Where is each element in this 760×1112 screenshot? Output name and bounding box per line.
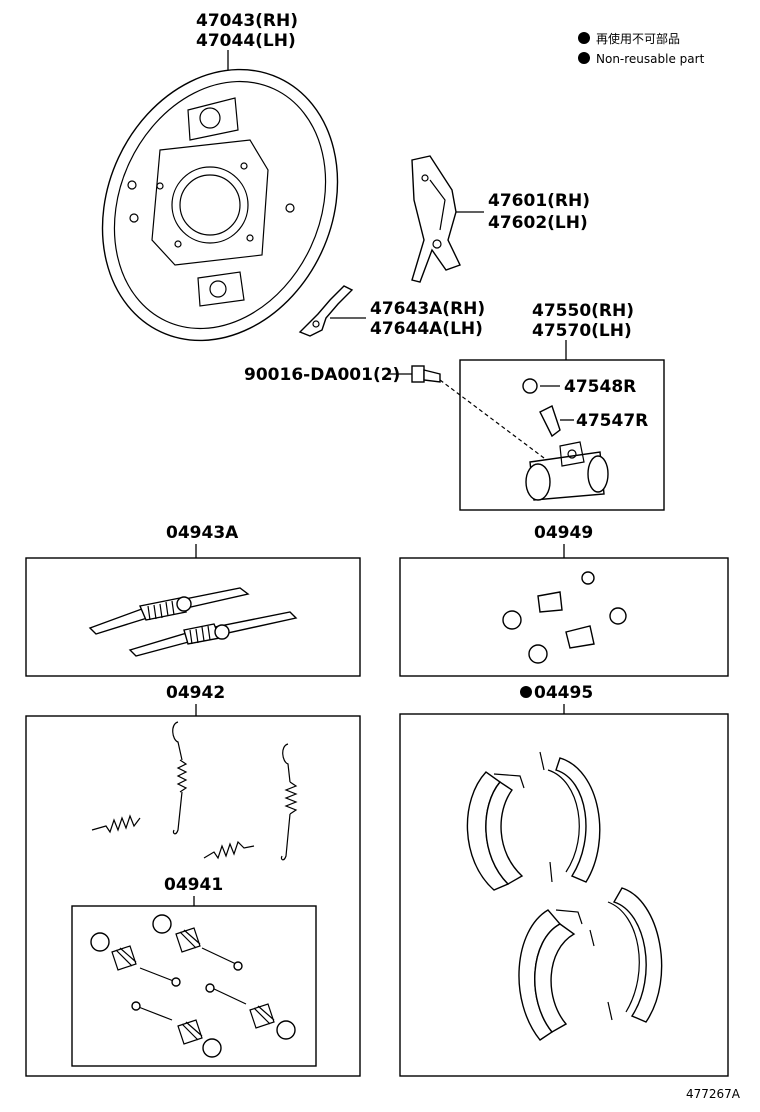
spring-kit-box [25, 715, 361, 1077]
adjuster-assembly-icon [128, 611, 298, 657]
wheel-cylinder-box [459, 359, 665, 511]
tension-spring-icon [203, 840, 255, 860]
return-spring-icon [280, 743, 298, 861]
label-adjuster-kit[interactable]: 04943A [166, 523, 239, 543]
legend: 再使用不可部品 Non-reusable part [578, 31, 705, 66]
brake-shoe-icon [466, 771, 525, 891]
brake-shoe-icon [539, 751, 601, 883]
lever-group: 47601(RH) 47602(LH) [411, 155, 590, 283]
adjuster-assembly-icon [88, 587, 250, 635]
hold-down-parts-icon [90, 914, 296, 1058]
strut-group: 47643A(RH) 47644A(LH) [298, 285, 485, 339]
legend-jp: 再使用不可部品 [596, 31, 680, 46]
bolt-icon [411, 365, 441, 383]
label-lever-rh[interactable]: 47601(RH) [488, 191, 590, 211]
brake-shoe-icon [518, 909, 583, 1041]
hold-down-kit-box [71, 905, 317, 1067]
bleeder-cap-icon [522, 378, 538, 394]
brake-lever-icon [411, 155, 461, 283]
label-strut-lh[interactable]: 47644A(LH) [370, 319, 483, 339]
label-wheel-cylinder-rh[interactable]: 47550(RH) [532, 301, 634, 321]
label-wheel-cylinder-lh[interactable]: 47570(LH) [532, 321, 632, 341]
legend-en: Non-reusable part [596, 52, 705, 66]
label-lever-lh[interactable]: 47602(LH) [488, 213, 588, 233]
label-bolt[interactable]: 90016-DA001(2) [244, 365, 400, 385]
label-shoe-set[interactable]: 04495 [534, 683, 593, 703]
non-reusable-marker-icon [578, 52, 590, 64]
cylinder-kit-group: 04949 [399, 523, 729, 677]
wheel-cylinder-group: 47550(RH) 47570(LH) 90016-DA001(2) 47548… [244, 301, 665, 511]
cylinder-kit-box [399, 557, 729, 677]
figure-id: 477267A [686, 1087, 741, 1101]
adjuster-kit-group: 04943A [25, 523, 361, 677]
label-cylinder-kit[interactable]: 04949 [534, 523, 593, 543]
shoe-set-group: 04495 [399, 683, 729, 1077]
shoe-set-box [399, 713, 729, 1077]
non-reusable-marker-icon [520, 686, 532, 698]
bleeder-plug-icon [539, 405, 561, 438]
return-spring-icon [172, 721, 188, 835]
backing-plate-group: 47043(RH) 47044(LH) [101, 11, 339, 342]
strut-icon [298, 285, 354, 337]
cylinder-kit-parts-icon [502, 571, 627, 664]
label-bleeder-cap[interactable]: 47548R [564, 377, 636, 397]
label-hold-down-kit[interactable]: 04941 [164, 875, 223, 895]
label-strut-rh[interactable]: 47643A(RH) [370, 299, 485, 319]
label-bleeder-plug[interactable]: 47547R [576, 411, 648, 431]
brake-shoe-icon [589, 887, 663, 1023]
label-spring-kit[interactable]: 04942 [166, 683, 225, 703]
spring-kit-group: 04942 04941 [25, 683, 361, 1077]
tension-spring-icon [91, 814, 141, 834]
backing-plate-icon [101, 68, 339, 342]
wheel-cylinder-icon [525, 441, 609, 501]
adjuster-kit-box [25, 557, 361, 677]
non-reusable-marker-icon [578, 32, 590, 44]
label-backing-plate-lh[interactable]: 47044(LH) [196, 31, 296, 51]
label-backing-plate-rh[interactable]: 47043(RH) [196, 11, 298, 31]
